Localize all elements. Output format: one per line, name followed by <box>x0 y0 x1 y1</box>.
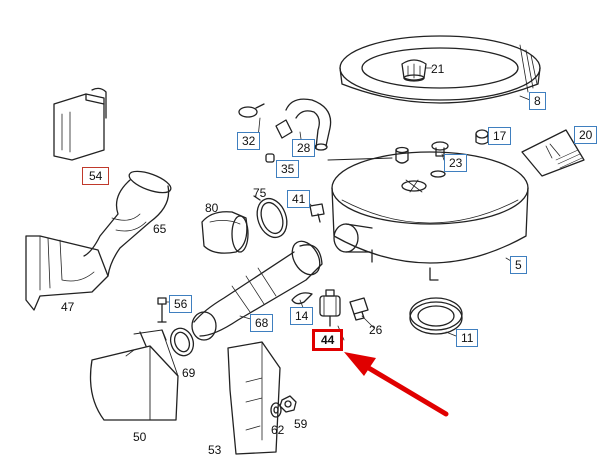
part-label-41[interactable]: 41 <box>287 190 311 208</box>
part-label-75[interactable]: 75 <box>253 186 267 200</box>
part-label-17[interactable]: 17 <box>488 127 512 145</box>
clip-drawing <box>291 292 313 305</box>
housing-inlet-drawing <box>333 223 373 253</box>
part-label-5[interactable]: 5 <box>510 256 527 274</box>
part-label-56[interactable]: 56 <box>169 295 193 313</box>
bolt-nut-drawing <box>309 203 325 223</box>
part-label-8[interactable]: 8 <box>529 92 546 110</box>
hose-clamp-large-drawing <box>253 195 288 239</box>
leader-lines <box>165 67 531 341</box>
part-label-65[interactable]: 65 <box>153 222 167 236</box>
cap-drawing <box>265 153 275 163</box>
bolt-drawing <box>157 297 167 323</box>
air-filter-element-drawing <box>339 35 541 104</box>
intake-funnel-drawing <box>89 329 179 421</box>
part-label-69[interactable]: 69 <box>182 366 196 380</box>
sensor-drawing <box>349 297 369 321</box>
washer-drawing <box>270 402 282 418</box>
bracket-drawing <box>53 87 107 161</box>
part-label-23[interactable]: 23 <box>444 154 468 172</box>
label-sticker-drawing <box>521 129 585 177</box>
nut-drawing <box>279 395 297 413</box>
highlight-arrow <box>344 352 449 417</box>
pipe-clamp-drawing <box>169 327 195 357</box>
intake-duct-drawing <box>25 235 109 311</box>
part-label-21[interactable]: 21 <box>431 62 445 76</box>
elbow-pipe-drawing <box>83 170 172 277</box>
hose-connector-drawing <box>275 119 293 139</box>
grommet-drawing <box>475 129 489 145</box>
air-filter-housing-drawing <box>327 146 529 281</box>
part-label-35[interactable]: 35 <box>276 160 300 178</box>
intake-pipe-drawing <box>191 240 323 341</box>
duct-adapter-drawing <box>201 211 249 254</box>
part-44-drawing <box>319 289 341 327</box>
hose-clamp-small-drawing <box>238 103 265 118</box>
part-label-14[interactable]: 14 <box>290 307 314 325</box>
part-label-44-highlighted[interactable]: 44 <box>312 329 344 351</box>
part-label-32[interactable]: 32 <box>237 132 261 150</box>
part-label-50[interactable]: 50 <box>133 430 147 444</box>
wing-nut-drawing <box>401 59 427 82</box>
mounting-plate-drawing <box>227 341 281 455</box>
part-label-26[interactable]: 26 <box>369 323 383 337</box>
part-label-53[interactable]: 53 <box>208 443 222 457</box>
part-label-20[interactable]: 20 <box>574 126 598 144</box>
seal-ring-drawing <box>409 297 463 335</box>
part-label-47[interactable]: 47 <box>61 300 75 314</box>
valve-drawing <box>431 141 449 157</box>
part-label-11[interactable]: 11 <box>456 329 479 347</box>
part-label-28[interactable]: 28 <box>292 139 316 157</box>
part-label-68[interactable]: 68 <box>250 314 274 332</box>
part-label-54[interactable]: 54 <box>82 167 110 185</box>
part-label-80[interactable]: 80 <box>205 201 219 215</box>
part-label-62[interactable]: 62 <box>271 423 285 437</box>
part-label-59[interactable]: 59 <box>294 417 308 431</box>
